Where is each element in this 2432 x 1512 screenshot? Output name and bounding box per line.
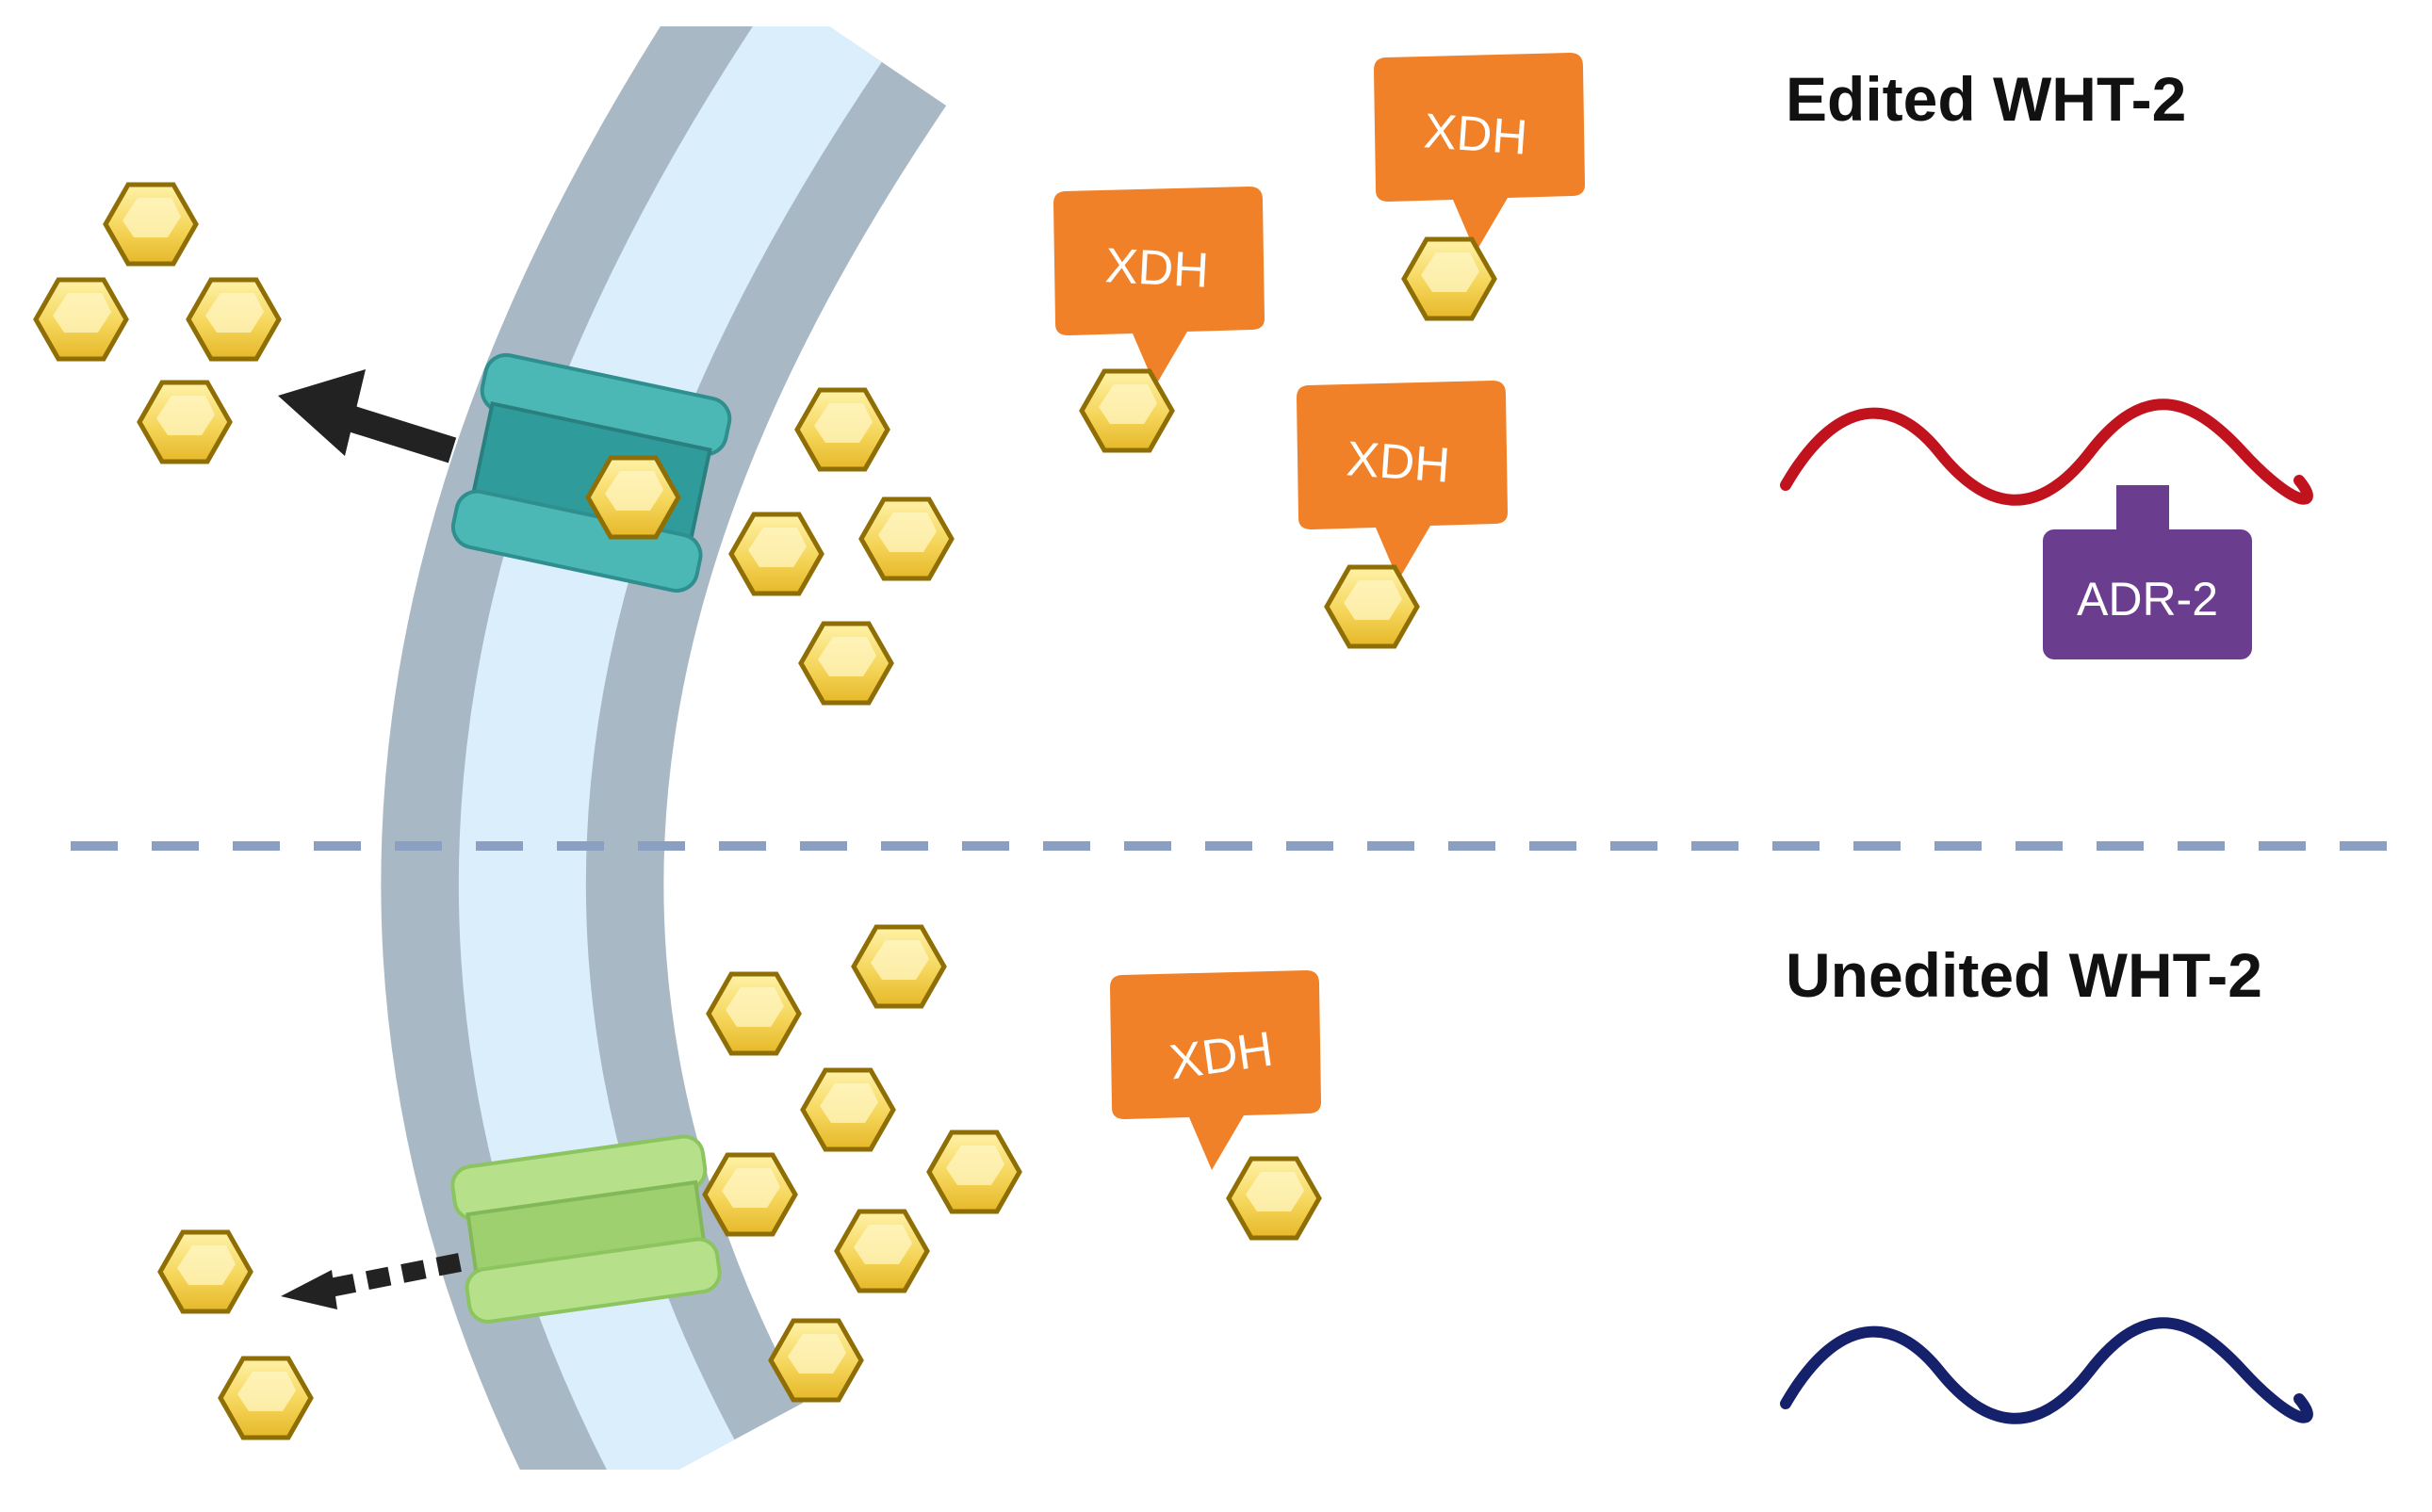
xdh-enzyme-1: XDH bbox=[1053, 187, 1265, 450]
export-arrow-solid-icon bbox=[278, 369, 457, 463]
molecule-icon bbox=[837, 1211, 927, 1291]
molecule-icon bbox=[139, 382, 230, 462]
molecule-icon bbox=[705, 1155, 795, 1234]
xdh-enzyme-2: XDH bbox=[1374, 53, 1585, 318]
molecule-icon bbox=[1229, 1159, 1319, 1238]
molecules-edited-inside bbox=[731, 390, 952, 703]
xdh-enzyme-4: XDH bbox=[1110, 970, 1321, 1238]
molecule-icon bbox=[854, 927, 944, 1006]
molecule-icon bbox=[801, 624, 891, 703]
rna-edited-icon bbox=[1780, 398, 2313, 506]
adr2-enzyme-icon: ADR-2 bbox=[2043, 485, 2252, 659]
adr2-label: ADR-2 bbox=[2077, 573, 2218, 626]
molecules-unedited-outside bbox=[160, 1232, 311, 1438]
molecule-icon bbox=[188, 280, 279, 359]
molecule-icon bbox=[1082, 371, 1172, 450]
molecule-icon bbox=[731, 514, 822, 593]
molecule-icon bbox=[106, 185, 196, 264]
unedited-heading: Unedited WHT-2 bbox=[1786, 940, 2262, 1010]
xdh-label: XDH bbox=[1345, 431, 1452, 494]
molecule-in-transporter-icon bbox=[588, 458, 678, 537]
edited-heading: Edited WHT-2 bbox=[1786, 64, 2186, 134]
molecule-icon bbox=[929, 1132, 1020, 1211]
molecule-icon bbox=[803, 1070, 893, 1149]
molecule-icon bbox=[1404, 239, 1494, 318]
export-arrow-dotted-icon bbox=[281, 1253, 462, 1309]
rna-unedited-icon bbox=[1780, 1317, 2313, 1424]
molecule-icon bbox=[797, 390, 888, 469]
molecules-edited-outside bbox=[36, 185, 279, 462]
xdh-enzyme-3: XDH bbox=[1297, 381, 1508, 646]
molecule-icon bbox=[709, 974, 799, 1053]
molecule-icon bbox=[36, 280, 126, 359]
xdh-label: XDH bbox=[1104, 238, 1211, 299]
molecule-icon bbox=[1327, 567, 1417, 646]
molecule-icon bbox=[220, 1358, 311, 1438]
molecule-icon bbox=[771, 1321, 861, 1400]
xdh-label: XDH bbox=[1422, 104, 1529, 166]
molecule-icon bbox=[861, 499, 952, 578]
molecule-icon bbox=[160, 1232, 251, 1311]
membrane-transporter-unedited-icon bbox=[450, 1134, 722, 1324]
